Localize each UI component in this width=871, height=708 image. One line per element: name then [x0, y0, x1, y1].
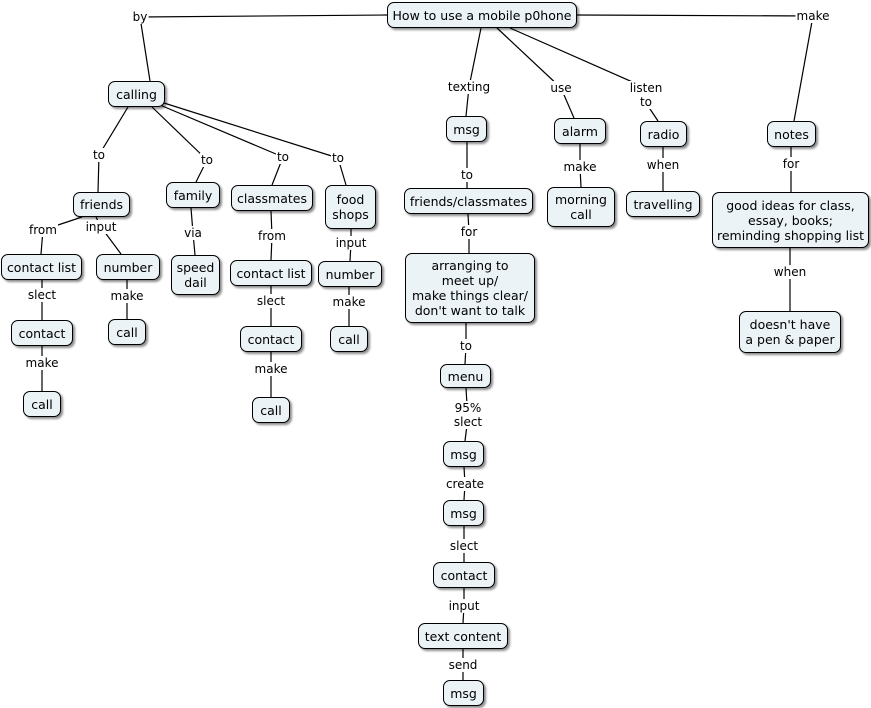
connector-line: [139, 14, 388, 18]
concept-calling[interactable]: calling: [108, 81, 165, 107]
concept-call-2[interactable]: call: [330, 326, 368, 352]
link-label-make-3: make: [253, 362, 289, 376]
connector-line: [496, 27, 562, 89]
link-label-from-friends: from: [28, 223, 58, 237]
concept-contact-2[interactable]: contact: [240, 326, 302, 352]
concept-notes[interactable]: notes: [767, 121, 816, 147]
concept-number-1[interactable]: number: [96, 254, 160, 280]
concept-call-3[interactable]: call: [23, 391, 61, 417]
concept-text-content[interactable]: text content: [418, 623, 508, 649]
link-label-input-food: input: [334, 236, 368, 250]
link-label-make-alarm: make: [562, 160, 598, 174]
concept-morning-call[interactable]: morning call: [547, 187, 615, 227]
concept-speed-dial[interactable]: speed dail: [171, 255, 220, 295]
link-label-pct-slect: 95% slect: [452, 401, 484, 429]
concept-call-4[interactable]: call: [252, 397, 290, 423]
link-label-for-notes: for: [781, 157, 801, 171]
concept-msg-1[interactable]: msg: [446, 116, 487, 142]
concept-classmates[interactable]: classmates: [231, 185, 313, 211]
concept-msg-2[interactable]: msg: [443, 441, 484, 467]
concept-call-1[interactable]: call: [108, 319, 146, 345]
link-label-make-2: make: [24, 356, 60, 370]
concept-contact-3[interactable]: contact: [433, 562, 495, 588]
link-label-to-family: to: [199, 153, 215, 167]
link-label-input-friends: input: [84, 220, 118, 234]
concept-no-pen[interactable]: doesn't have a pen & paper: [739, 311, 841, 353]
link-label-slect-2: slect: [255, 294, 287, 308]
link-label-to-msg: to: [459, 168, 475, 182]
concept-food-shops[interactable]: food shops: [325, 185, 376, 229]
link-label-send: send: [447, 658, 479, 672]
connector-line: [139, 16, 151, 82]
connector-line: [98, 106, 129, 156]
link-label-to-friends: to: [91, 148, 107, 162]
link-label-to-menu: to: [458, 339, 474, 353]
connector-line: [576, 14, 814, 17]
link-label-by: by: [131, 10, 149, 24]
concept-contact-1[interactable]: contact: [11, 320, 73, 346]
concept-contact-list-2[interactable]: contact list: [230, 260, 312, 286]
concept-friends[interactable]: friends: [73, 192, 130, 217]
concept-root[interactable]: How to use a mobile p0hone: [387, 2, 577, 28]
link-label-slect-3: slect: [448, 539, 480, 553]
link-label-to-classmates: to: [275, 150, 291, 164]
concept-alarm[interactable]: alarm: [554, 118, 606, 144]
concept-msg-4[interactable]: msg: [443, 680, 484, 706]
connector-line: [159, 104, 284, 158]
link-label-when-radio: when: [645, 158, 681, 172]
link-label-make-top: make: [795, 9, 831, 23]
connector-line: [468, 27, 482, 88]
connector-line: [509, 27, 647, 89]
concept-arranging[interactable]: arranging to meet up/ make things clear/…: [405, 253, 535, 323]
concept-number-2[interactable]: number: [318, 261, 382, 287]
link-label-when-notes: when: [772, 265, 808, 279]
connector-line: [151, 106, 208, 161]
link-label-make-4: make: [331, 295, 367, 309]
link-label-use: use: [549, 81, 573, 95]
link-label-from-classmates: from: [257, 229, 287, 243]
link-label-listen-to: listen to: [628, 81, 664, 109]
concept-friends-classmates[interactable]: friends/classmates: [404, 188, 533, 214]
concept-family[interactable]: family: [166, 182, 220, 208]
link-label-to-food: to: [330, 151, 346, 165]
link-label-slect-1: slect: [26, 288, 58, 302]
connector-line: [793, 15, 814, 122]
connector-line: [163, 102, 339, 159]
concept-contact-list-1[interactable]: contact list: [1, 254, 82, 280]
concept-radio[interactable]: radio: [640, 121, 687, 147]
concept-travelling[interactable]: travelling: [626, 191, 700, 217]
link-label-input-3: input: [447, 599, 481, 613]
link-label-via: via: [183, 226, 203, 240]
link-label-texting: texting: [446, 80, 492, 94]
concept-menu[interactable]: menu: [440, 364, 491, 388]
concept-msg-3[interactable]: msg: [443, 500, 484, 526]
concept-good-ideas[interactable]: good ideas for class, essay, books; remi…: [712, 192, 869, 248]
link-label-create: create: [444, 477, 486, 491]
link-label-for-msg: for: [459, 225, 479, 239]
link-label-make-1: make: [109, 289, 145, 303]
